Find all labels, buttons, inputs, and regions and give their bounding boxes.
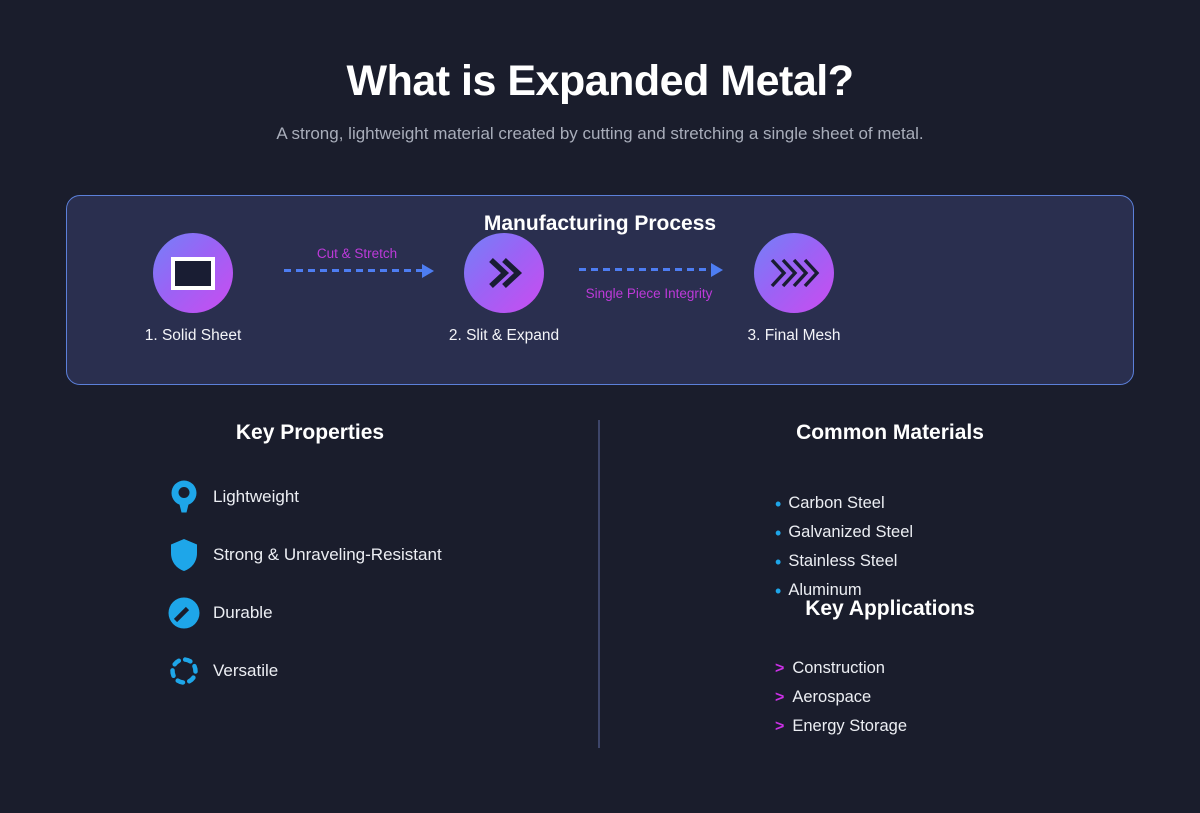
process-step-final-mesh: 3. Final Mesh (714, 233, 874, 345)
application-label: Construction (792, 659, 885, 677)
property-label: Strong & Unraveling-Resistant (213, 545, 442, 564)
bullet-icon: • (775, 522, 782, 543)
arrow-single-piece-integrity: Single Piece Integrity (579, 262, 723, 301)
column-divider (598, 420, 600, 748)
solid-sheet-icon (153, 233, 233, 313)
process-title: Manufacturing Process (483, 212, 717, 235)
process-step-label: 2. Slit & Expand (448, 327, 560, 344)
list-item: Strong & Unraveling-Resistant (168, 538, 442, 572)
list-item: • Galvanized Steel (775, 518, 913, 547)
key-applications-heading: Key Applications (805, 597, 975, 620)
list-item: • Aluminum (775, 576, 913, 605)
page-title: What is Expanded Metal? (346, 57, 854, 105)
quad-chevron-icon (754, 233, 834, 313)
arrow-cut-stretch: Cut & Stretch (284, 246, 434, 278)
property-label: Versatile (213, 661, 279, 680)
application-label: Aerospace (792, 688, 872, 706)
quad-chevron-glyph (770, 258, 820, 288)
key-applications-list: > Construction > Aerospace > Energy Stor… (775, 654, 907, 741)
key-properties-heading: Key Properties (235, 421, 385, 444)
double-chevron-glyph (489, 257, 523, 289)
list-item: > Energy Storage (775, 712, 907, 741)
chevron-marker-icon: > (775, 688, 785, 706)
chevron-marker-icon: > (775, 717, 785, 735)
dashed-arrow-icon (284, 263, 434, 278)
shield-icon (168, 538, 200, 572)
process-step-slit-expand: 2. Slit & Expand (424, 233, 584, 345)
process-step-label: 3. Final Mesh (747, 327, 841, 344)
sheet-rect-glyph (171, 256, 215, 290)
bullet-icon: • (775, 493, 782, 514)
material-label: Stainless Steel (788, 552, 898, 570)
arrowhead-icon (422, 263, 434, 278)
property-label: Lightweight (213, 487, 300, 506)
list-item: • Stainless Steel (775, 547, 913, 576)
double-chevron-icon (464, 233, 544, 313)
application-label: Energy Storage (792, 717, 907, 735)
balloon-icon (168, 480, 200, 514)
material-label: Galvanized Steel (788, 523, 914, 541)
arrow-label: Single Piece Integrity (585, 286, 713, 301)
arrowhead-icon (711, 262, 723, 277)
dashed-arrow-icon (579, 262, 723, 277)
list-item: > Aerospace (775, 683, 907, 712)
chevron-marker-icon: > (775, 659, 785, 677)
material-label: Aluminum (788, 581, 862, 599)
key-properties-list: Lightweight Strong & Unraveling-Resistan… (168, 480, 442, 712)
bullet-icon: • (775, 551, 782, 572)
arrow-label: Cut & Stretch (316, 246, 398, 261)
bullet-icon: • (775, 580, 782, 601)
process-step-label: 1. Solid Sheet (144, 327, 242, 344)
property-label: Durable (213, 603, 273, 622)
manufacturing-process-panel: Manufacturing Process 1. Solid Sheet Cut… (66, 195, 1134, 385)
material-label: Carbon Steel (788, 494, 885, 512)
common-materials-list: • Carbon Steel • Galvanized Steel • Stai… (775, 489, 913, 605)
list-item: > Construction (775, 654, 907, 683)
list-item: Versatile (168, 654, 442, 688)
list-item: Durable (168, 596, 442, 630)
list-item: • Carbon Steel (775, 489, 913, 518)
gauge-icon (168, 596, 200, 630)
page-subtitle: A strong, lightweight material created b… (276, 124, 924, 143)
common-materials-heading: Common Materials (796, 421, 984, 444)
process-step-solid-sheet: 1. Solid Sheet (113, 233, 273, 345)
dashed-circle-icon (168, 654, 200, 688)
list-item: Lightweight (168, 480, 442, 514)
